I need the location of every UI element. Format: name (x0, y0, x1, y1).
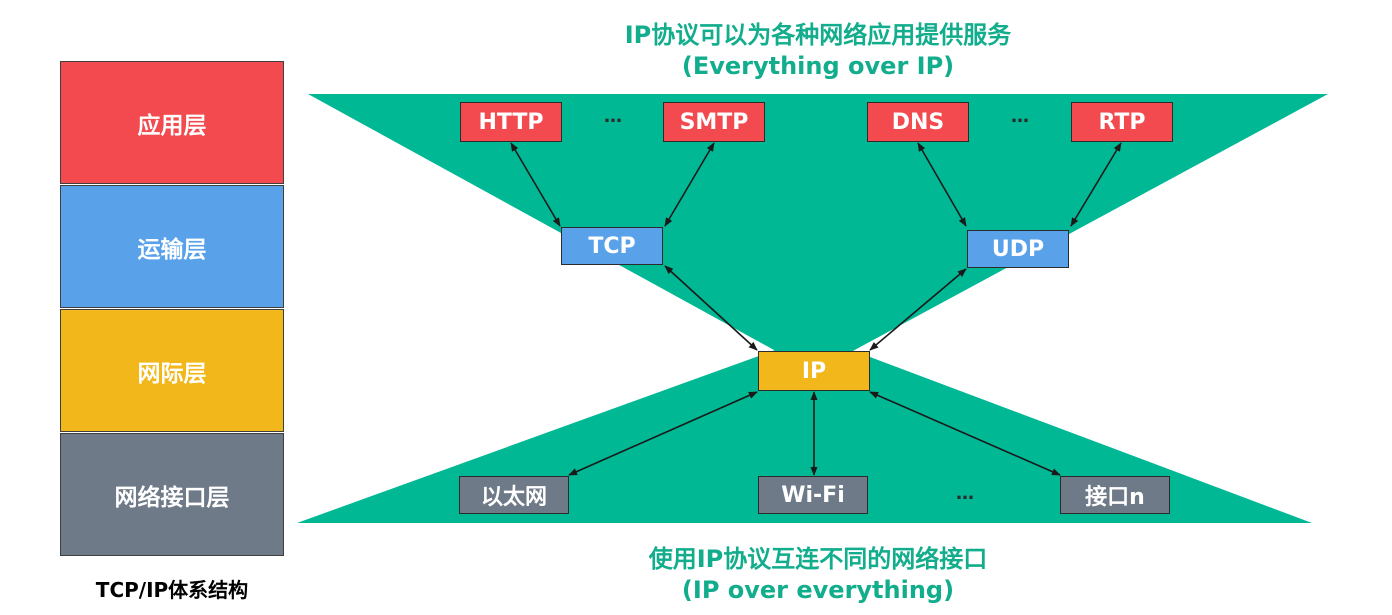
interface-box-n: 接口n (1060, 476, 1170, 514)
bottom-caption-line1: 使用IP协议互连不同的网络接口 (648, 545, 988, 573)
arrow-smtp-tcp (664, 142, 715, 227)
app-box-smtp: SMTP (663, 102, 765, 142)
interface-ellipsis: … (956, 483, 974, 504)
layer-transport: 运输层 (60, 185, 284, 308)
arrow-dns-udp (917, 142, 967, 227)
bottom-caption-line2: (IP over everything) (681, 576, 955, 604)
arrow-rtp-udp (1070, 142, 1122, 227)
top-caption-line1: IP协议可以为各种网络应用提供服务 (624, 21, 1012, 49)
arrow-udp-ip (869, 268, 967, 351)
top-caption: IP协议可以为各种网络应用提供服务 (Everything over IP) (418, 20, 1218, 82)
interface-box-wifi: Wi-Fi (758, 476, 868, 514)
top-caption-line2: (Everything over IP) (681, 52, 955, 80)
app-box-dns: DNS (867, 102, 969, 142)
stack-caption: TCP/IP体系结构 (95, 578, 249, 602)
app-box-rtp: RTP (1071, 102, 1173, 142)
app-ellipsis-2: … (1011, 106, 1029, 127)
layer-internet: 网际层 (60, 309, 284, 432)
layer-application: 应用层 (60, 61, 284, 184)
arrow-ip-ethernet (568, 391, 758, 476)
app-box-http: HTTP (460, 102, 562, 142)
arrow-http-tcp (510, 142, 561, 227)
tcpip-layer-stack: 应用层 运输层 网际层 网络接口层 (60, 61, 284, 556)
layer-network-interface: 网络接口层 (60, 433, 284, 556)
app-ellipsis-1: … (604, 106, 622, 127)
bottom-caption: 使用IP协议互连不同的网络接口 (IP over everything) (418, 544, 1218, 606)
interface-box-ethernet: 以太网 (459, 476, 569, 514)
transport-box-tcp: TCP (561, 227, 663, 265)
arrow-tcp-ip (664, 265, 758, 351)
transport-box-udp: UDP (967, 230, 1069, 268)
arrow-ip-interface-n (869, 391, 1061, 476)
internet-box-ip: IP (758, 351, 870, 391)
